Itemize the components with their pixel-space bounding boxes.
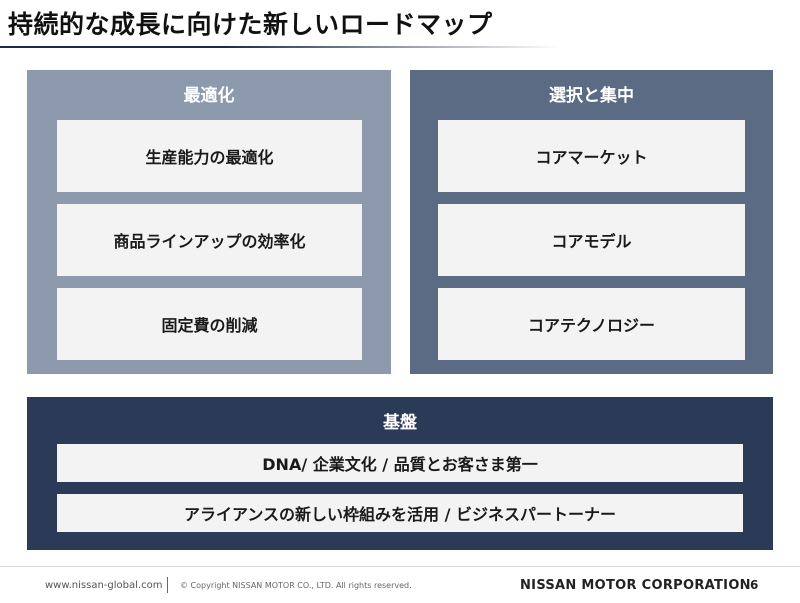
foundation-panel: 基盤 DNA/ 企業文化 / 品質とお客さま第一 アライアンスの新しい枠組みを活… [27, 397, 773, 550]
footer-copyright: © Copyright NISSAN MOTOR CO., LTD. All r… [180, 581, 412, 590]
focus-item-1: コアマーケット [438, 120, 745, 192]
optimization-item-3: 固定費の削減 [57, 288, 362, 360]
footer: www.nissan-global.com © Copyright NISSAN… [0, 575, 800, 597]
focus-item-2: コアモデル [438, 204, 745, 276]
optimization-panel: 最適化 生産能力の最適化 商品ラインアップの効率化 固定費の削減 [27, 70, 391, 374]
foundation-item-1: DNA/ 企業文化 / 品質とお客さま第一 [57, 444, 743, 482]
footer-divider [0, 566, 800, 567]
optimization-item-1: 生産能力の最適化 [57, 120, 362, 192]
slide-title: 持続的な成長に向けた新しいロードマップ [8, 10, 493, 39]
focus-panel: 選択と集中 コアマーケット コアモデル コアテクノロジー [410, 70, 773, 374]
optimization-heading: 最適化 [183, 86, 235, 106]
title-underline [0, 46, 560, 48]
focus-item-3: コアテクノロジー [438, 288, 745, 360]
page-number: 6 [750, 578, 759, 592]
footer-company-name: NISSAN MOTOR CORPORATION [520, 578, 751, 593]
footer-separator [167, 577, 168, 593]
foundation-heading: 基盤 [383, 413, 417, 433]
focus-heading: 選択と集中 [549, 86, 634, 106]
optimization-item-2: 商品ラインアップの効率化 [57, 204, 362, 276]
footer-url[interactable]: www.nissan-global.com [45, 580, 163, 591]
foundation-item-2: アライアンスの新しい枠組みを活用 / ビジネスパートーナー [57, 494, 743, 532]
